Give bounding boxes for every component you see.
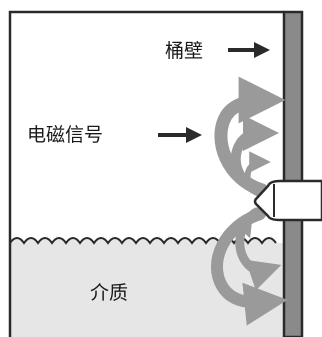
signal-waves-lower xyxy=(211,207,288,326)
emission-curved-arrow-icon xyxy=(230,115,279,197)
wall-label: 桶壁 xyxy=(165,40,203,62)
tank-outline xyxy=(8,10,284,337)
wall-pointer-right-arrow-icon xyxy=(228,42,270,58)
emission-curved-arrow-icon xyxy=(244,151,271,196)
tank-wall xyxy=(282,10,304,337)
medium-label: 介质 xyxy=(90,282,128,304)
signal-waves-upper xyxy=(214,76,286,197)
signal-pointer-right-arrow-icon xyxy=(158,127,202,143)
radar-probe-icon xyxy=(253,179,322,222)
emission-curved-arrow-icon xyxy=(211,208,288,326)
medium-surface-wave xyxy=(9,237,277,245)
signal-label: 电磁信号 xyxy=(27,124,103,146)
